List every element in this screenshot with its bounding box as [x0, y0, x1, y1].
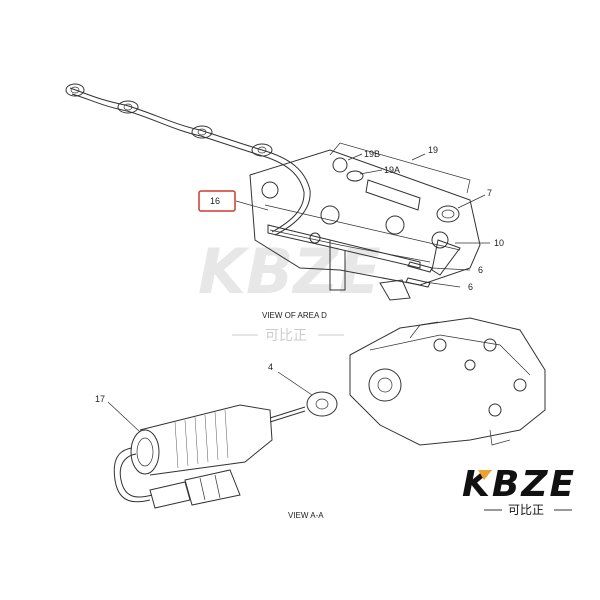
part-label-19b[interactable]: 19B: [364, 149, 380, 159]
logo-subtext: 可比正: [508, 503, 544, 517]
watermark: KBZE 可比正: [198, 235, 381, 344]
part-label-6b[interactable]: 6: [468, 282, 473, 292]
caption-view-of-area-d: VIEW OF AREA D: [262, 311, 327, 320]
part-label-16[interactable]: 16: [210, 196, 220, 206]
part-label-4[interactable]: 4: [268, 362, 273, 372]
part-label-7[interactable]: 7: [487, 188, 492, 198]
wire-harness: [65, 83, 311, 236]
watermark-sub: 可比正: [265, 328, 307, 344]
engine-housing: [349, 317, 546, 446]
kbze-logo: KBZE 可比正: [462, 464, 574, 517]
logo-accent: [478, 470, 492, 480]
part-label-19a[interactable]: 19A: [384, 165, 400, 175]
part-label-19[interactable]: 19: [428, 145, 438, 155]
washer-part-4: [269, 371, 338, 423]
cylinder-head: [249, 149, 481, 301]
part-label-10[interactable]: 10: [494, 238, 504, 248]
part-label-6a[interactable]: 6: [478, 265, 483, 275]
solenoid-part-17: [107, 401, 273, 509]
leader-lines: [235, 142, 490, 288]
caption-view-a-a: VIEW A-A: [288, 511, 324, 520]
part-label-17[interactable]: 17: [95, 394, 105, 404]
highlight-box-16: [198, 190, 236, 212]
